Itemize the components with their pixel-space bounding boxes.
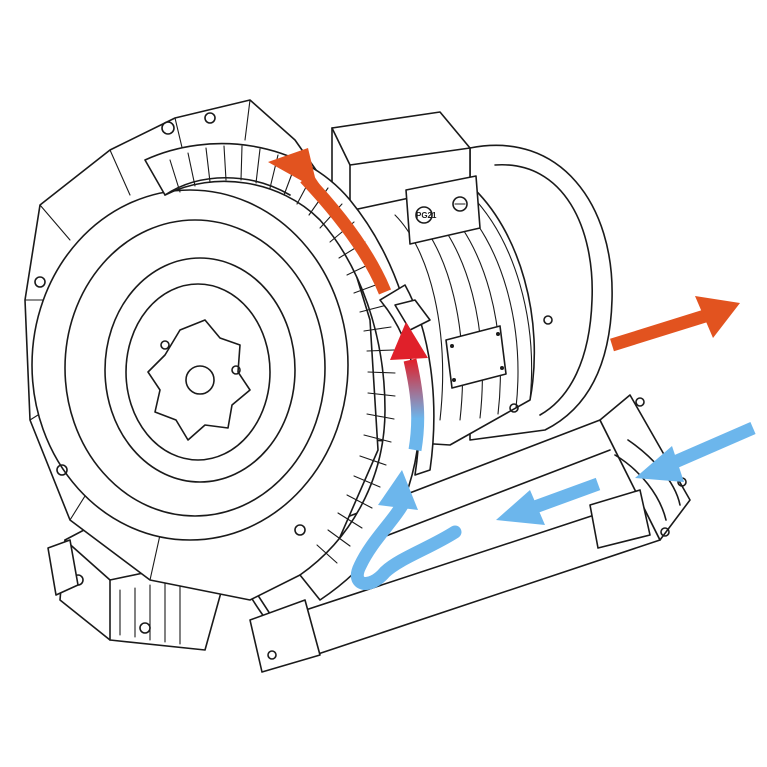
airflow-arrows	[268, 148, 756, 590]
name-plate	[445, 325, 507, 389]
hot-air-outlet-arrow	[610, 309, 707, 352]
heating-air-arrow	[403, 358, 425, 452]
cold-air-silencer-arrow	[532, 477, 601, 514]
cable-gland-icon	[415, 206, 433, 224]
impeller-hub	[147, 319, 251, 441]
heating-air-arrowhead	[390, 322, 428, 360]
terminal-plate-label: PG21	[416, 211, 437, 220]
hot-air-arc-arrow	[300, 173, 392, 295]
screw-icon	[452, 196, 468, 212]
cold-air-inlet-arrow	[665, 422, 756, 471]
blower-housing	[24, 99, 379, 601]
cold-air-uturn-arrow	[350, 493, 462, 590]
hot-air-arc-arrowhead	[268, 148, 318, 190]
terminal-box	[405, 175, 481, 245]
